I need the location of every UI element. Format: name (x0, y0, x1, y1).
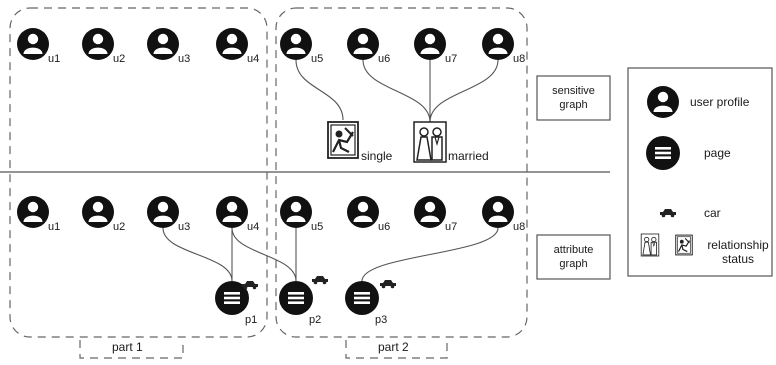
page-label: p2 (309, 314, 321, 326)
attribute-edge (361, 227, 499, 282)
married-label: married (448, 149, 489, 163)
user-profile-icon (216, 28, 248, 60)
page-label: p3 (375, 314, 387, 326)
attribute-user-node-u6: u6 (347, 196, 390, 233)
svg-text:attribute: attribute (554, 244, 594, 256)
sensitive-user-node-u2: u2 (82, 28, 125, 65)
user-label: u1 (48, 221, 60, 233)
user-label: u3 (178, 53, 190, 65)
sensitive-user-node-u6: u6 (347, 28, 390, 65)
part2-label: part 2 (378, 340, 409, 354)
user-label: u6 (378, 221, 390, 233)
car-icon (380, 280, 396, 289)
user-label: u7 (445, 221, 457, 233)
user-profile-icon (147, 196, 179, 228)
sensitive-user-node-u7: u7 (414, 28, 457, 65)
user-label: u5 (311, 53, 323, 65)
user-profile-icon (82, 196, 114, 228)
single-status-node: single (326, 120, 393, 163)
legend-user-profile: user profile (690, 95, 750, 109)
attribute-user-node-u4: u4 (216, 196, 259, 233)
svg-text:sensitive: sensitive (552, 85, 595, 97)
user-profile-icon (17, 28, 49, 60)
legend-status: status (722, 252, 754, 266)
part2-region (275, 7, 528, 338)
user-label: u2 (113, 221, 125, 233)
user-profile-icon (647, 86, 679, 118)
page-icon (345, 281, 379, 315)
attribute-user-node-u7: u7 (414, 196, 457, 233)
page-node-p3: p3 (345, 281, 387, 326)
sensitive-graph-label: sensitive graph (536, 75, 611, 121)
single-label: single (361, 149, 393, 163)
user-profile-icon (280, 196, 312, 228)
user-label: u1 (48, 53, 60, 65)
car-icon (312, 276, 328, 285)
user-label: u6 (378, 53, 390, 65)
legend: user profile page car relationship statu… (627, 67, 773, 277)
attribute-user-node-u1: u1 (17, 196, 60, 233)
page-icon (279, 281, 313, 315)
attribute-user-node-u5: u5 (280, 196, 323, 233)
part1-tab (79, 340, 184, 359)
user-profile-icon (82, 28, 114, 60)
sensitive-user-node-u5: u5 (280, 28, 323, 65)
married-status-node: married (413, 121, 489, 163)
page-node-p1: p1 (215, 281, 257, 326)
sensitive-edge (295, 59, 344, 121)
sensitive-user-node-u4: u4 (216, 28, 259, 65)
attribute-edge (231, 227, 297, 282)
attribute-user-node-u3: u3 (147, 196, 190, 233)
sensitive-edge (429, 59, 499, 123)
user-label: u4 (247, 221, 259, 233)
user-label: u8 (513, 53, 525, 65)
sensitive-user-node-u1: u1 (17, 28, 60, 65)
user-profile-icon (414, 196, 446, 228)
user-label: u5 (311, 221, 323, 233)
part2-tab (345, 340, 448, 359)
attribute-user-node-u2: u2 (82, 196, 125, 233)
page-label: p1 (245, 314, 257, 326)
part1-label: part 1 (112, 340, 143, 354)
svg-text:graph: graph (559, 99, 587, 111)
married-icon (640, 233, 660, 257)
legend-page: page (704, 146, 731, 160)
page-node-p2: p2 (279, 281, 321, 326)
legend-car: car (704, 206, 721, 220)
user-profile-icon (147, 28, 179, 60)
user-label: u3 (178, 221, 190, 233)
sensitive-edge (362, 59, 431, 123)
user-label: u7 (445, 53, 457, 65)
single-icon (675, 234, 693, 256)
user-label: u4 (247, 53, 259, 65)
legend-relationship: relationship (707, 238, 769, 252)
sensitive-user-node-u3: u3 (147, 28, 190, 65)
user-profile-icon (347, 196, 379, 228)
user-profile-icon (280, 28, 312, 60)
user-profile-icon (482, 28, 514, 60)
attribute-edge (162, 227, 233, 282)
user-profile-icon (414, 28, 446, 60)
user-profile-icon (17, 196, 49, 228)
user-label: u2 (113, 53, 125, 65)
user-profile-icon (216, 196, 248, 228)
sensitive-user-node-u8: u8 (482, 28, 525, 65)
attribute-graph-label: attribute graph (536, 234, 611, 280)
svg-text:graph: graph (559, 258, 587, 270)
user-profile-icon (347, 28, 379, 60)
attribute-user-node-u8: u8 (482, 196, 525, 233)
car-icon (242, 281, 258, 290)
user-profile-icon (482, 196, 514, 228)
user-label: u8 (513, 221, 525, 233)
page-icon (646, 136, 680, 170)
